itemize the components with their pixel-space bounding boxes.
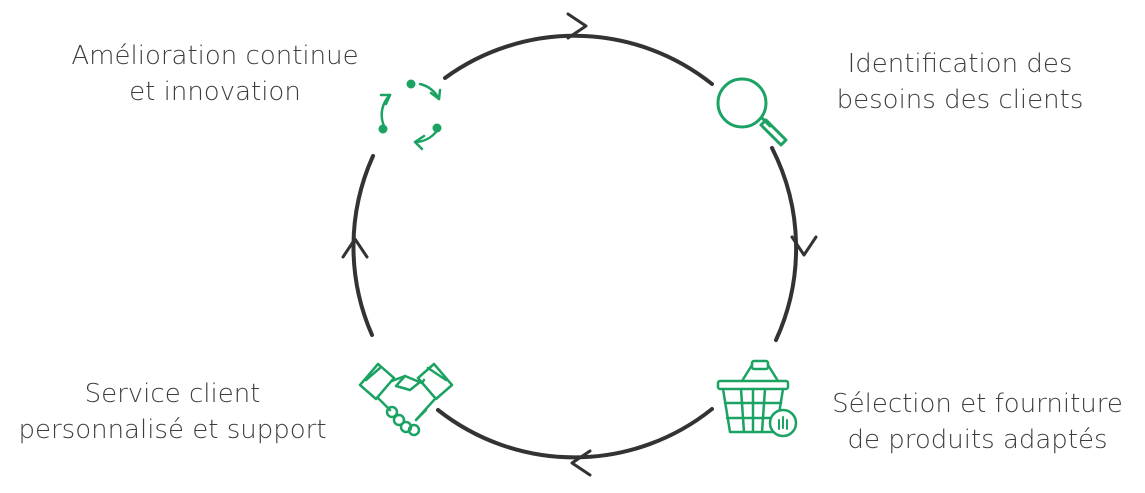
step-label-line: Identification des [847, 49, 1073, 79]
step-label-line: besoins des clients [836, 85, 1084, 115]
arrow-left-icon [570, 449, 592, 477]
arrow-down-icon [790, 235, 818, 257]
shopping-basket-icon [716, 359, 798, 438]
arrow-right-icon [566, 12, 588, 40]
step-label-line: Sélection et fourniture [832, 389, 1123, 419]
step-label-amelioration: Amélioration continue et innovation [40, 38, 390, 110]
step-label-line: de produits adaptés [847, 425, 1108, 455]
arrow-up-icon [341, 237, 369, 259]
step-label-service: Service client personnalisé et support [0, 376, 345, 448]
step-label-selection: Sélection et fourniture de produits adap… [810, 386, 1145, 458]
cycle-arc-left [351, 154, 375, 337]
step-label-line: personnalisé et support [18, 415, 327, 445]
cycle-arrows-icon [378, 79, 442, 151]
step-label-line: Service client [84, 379, 261, 409]
cycle-arc-top [443, 33, 714, 86]
step-label-line: et innovation [129, 77, 301, 107]
handshake-icon [358, 362, 454, 437]
magnifier-icon [716, 77, 788, 147]
step-label-line: Amélioration continue [71, 41, 359, 71]
step-label-identification: Identification des besoins des clients [810, 46, 1110, 118]
cycle-arc-bottom [436, 407, 714, 460]
cycle-arc-right [770, 146, 799, 342]
